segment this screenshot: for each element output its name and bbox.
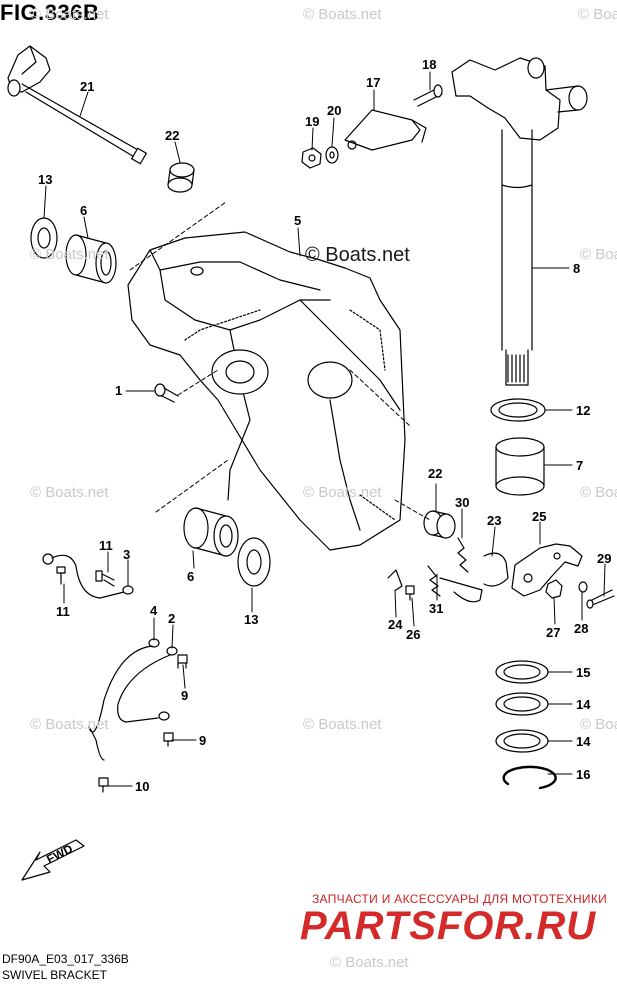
watermark-text: © Boats.net — [303, 6, 382, 23]
part-6-bushing-lower — [183, 507, 239, 557]
callout-25: 25 — [532, 509, 547, 524]
part-21-tilt-rod — [7, 45, 147, 165]
callout-6: 6 — [80, 203, 88, 218]
watermark-text: © Boats.net — [580, 246, 617, 263]
part-4-ground-lead-lower — [88, 638, 160, 761]
callout-31: 31 — [429, 601, 444, 616]
part-30-spring — [457, 537, 469, 573]
part-14-shim-upper — [495, 692, 549, 716]
callout-23: 23 — [487, 513, 502, 528]
part-14-shim-lower — [495, 729, 549, 753]
callout-27: 27 — [546, 625, 561, 640]
part-25-tilt-lock-arm — [511, 543, 583, 597]
part-19-nut — [301, 147, 322, 169]
callout-14: 14 — [576, 734, 591, 749]
part-2-ground-lead — [117, 646, 178, 723]
callout-15: 15 — [576, 665, 591, 680]
callout-30: 30 — [455, 495, 470, 510]
watermark-text: © Boats.net — [30, 6, 109, 23]
part-27-nut — [545, 579, 563, 599]
watermark-text: © Boats.net — [30, 484, 109, 501]
callout-8: 8 — [573, 261, 581, 276]
part-7-bushing — [495, 437, 545, 496]
part-28-washer — [578, 581, 588, 593]
callout-11: 11 — [99, 538, 113, 553]
callout-28: 28 — [574, 621, 589, 636]
figure-title: FIG.336B — [0, 0, 100, 25]
leader-lines — [43, 71, 606, 787]
callout-13: 13 — [244, 612, 259, 627]
watermark-text: © Boats.net — [580, 716, 617, 733]
watermark-text: © Boats.net — [330, 954, 409, 971]
diagram-code: DF90A_E03_017_336B — [2, 952, 129, 966]
diagram-name: SWIVEL BRACKET — [2, 968, 107, 982]
part-20-washer — [325, 146, 339, 164]
part-24-clip — [387, 569, 403, 591]
callout-22: 22 — [428, 466, 443, 481]
part-18-grease-nipple — [413, 84, 443, 107]
callout-9: 9 — [199, 733, 207, 748]
watermark-text: © Boats.net — [580, 484, 617, 501]
watermark-large: © Boats.net — [305, 244, 410, 266]
watermark-text: © Boats.net — [303, 716, 382, 733]
callout-21: 21 — [80, 79, 95, 94]
callout-18: 18 — [422, 57, 437, 72]
callout-29: 29 — [597, 551, 612, 566]
part-5-swivel-bracket — [127, 231, 406, 551]
callout-12: 12 — [576, 403, 591, 418]
promo-brand-logo: PARTSFOR.RU — [300, 904, 597, 948]
callout-9: 9 — [181, 688, 189, 703]
part-11-bolt-lower — [56, 566, 66, 585]
part-26-bolt — [405, 585, 415, 601]
watermark-text: © Boats.net — [30, 716, 109, 733]
part-13-washer-lower — [237, 537, 271, 587]
callout-14: 14 — [576, 697, 591, 712]
part-15-ring — [495, 660, 549, 684]
callout-11: 11 — [56, 604, 70, 619]
callout-16: 16 — [576, 767, 591, 782]
callout-6: 6 — [187, 569, 195, 584]
part-3-ground-lead-upper — [42, 553, 134, 599]
part-29-pin — [586, 589, 615, 609]
part-6-bushing-upper — [65, 234, 117, 284]
watermark-text: © Boats.net — [30, 246, 109, 263]
callout-24: 24 — [388, 617, 403, 632]
callout-1: 1 — [115, 383, 123, 398]
watermark-text: © Boats.net — [578, 6, 617, 23]
part-31-spring — [427, 565, 441, 597]
part-8-steering-shaft — [451, 57, 588, 386]
part-10-bolt — [98, 777, 109, 793]
callout-13: 13 — [38, 172, 53, 187]
part-22-bushing-lower — [423, 510, 456, 539]
part-1-bolt — [154, 383, 179, 403]
part-9-bolt-lower — [163, 732, 174, 747]
promo-tagline: ЗАПЧАСТИ И АКСЕССУАРЫ ДЛЯ МОТОТЕХНИКИ — [312, 892, 608, 906]
callout-20: 20 — [327, 103, 342, 118]
part-23-tilt-lever — [439, 552, 509, 603]
part-9-bolt-upper — [177, 654, 188, 669]
fwd-arrow — [21, 839, 85, 881]
part-22-bushing-upper — [167, 162, 195, 193]
callout-4: 4 — [150, 603, 158, 618]
callout-3: 3 — [123, 547, 131, 562]
callout-19: 19 — [305, 114, 320, 129]
part-12-washer — [490, 398, 546, 422]
part-11-bolt-upper — [95, 570, 115, 587]
callout-17: 17 — [366, 75, 381, 90]
callout-22: 22 — [165, 128, 180, 143]
callout-2: 2 — [168, 611, 176, 626]
callout-10: 10 — [135, 779, 150, 794]
callout-5: 5 — [294, 213, 302, 228]
watermark-text: © Boats.net — [303, 484, 382, 501]
part-16-snap-ring — [502, 765, 557, 790]
part-17-plate — [344, 109, 427, 151]
callout-26: 26 — [406, 627, 421, 642]
callout-7: 7 — [576, 458, 584, 473]
